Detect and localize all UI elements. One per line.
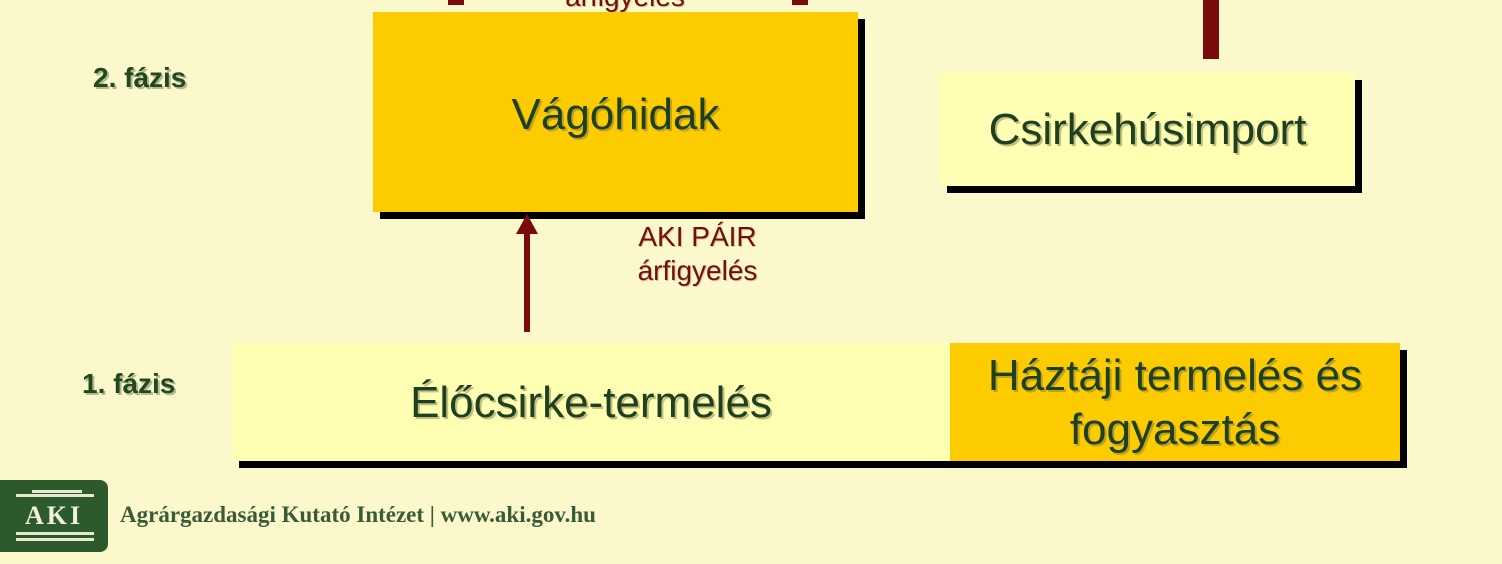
aki-pair-line1: AKI PÁIR	[638, 221, 757, 252]
import-arrow-line	[1203, 0, 1219, 59]
phase-1-label: 1. fázis	[82, 368, 176, 399]
top-right-dash	[792, 0, 808, 5]
footer-institute-text: Agrárgazdasági Kutató Intézet | www.aki.…	[120, 502, 596, 527]
csirkehusimport-label: Csirkehúsimport	[988, 105, 1307, 154]
haztaji-line2: fogyasztás	[1069, 405, 1281, 454]
phase-2-label: 2. fázis	[93, 62, 187, 93]
up-arrow	[516, 214, 538, 332]
up-arrow-shaft	[524, 232, 530, 332]
aki-logo: AKI	[0, 480, 108, 552]
top-left-dash	[448, 0, 464, 5]
vagohidak-box: Vágóhidak	[373, 12, 858, 212]
aki-pair-label: AKI PÁIR árfigyelés	[590, 220, 805, 288]
elocsirke-label: Élőcsirke-termelés	[410, 378, 772, 427]
haztaji-label: Háztáji termelés és fogyasztás	[950, 349, 1400, 457]
phase1-box: Élőcsirke-termelés Háztáji termelés és f…	[232, 343, 1400, 461]
csirkehusimport-box: Csirkehúsimport	[940, 73, 1355, 186]
logo-text: AKI	[24, 501, 84, 530]
up-arrow-head	[516, 214, 538, 234]
logo-emblem-icon	[16, 490, 94, 541]
aki-pair-line2: árfigyelés	[637, 255, 758, 286]
vagohidak-label: Vágóhidak	[511, 90, 720, 139]
top-arfigyeles-label: árfigyelés	[520, 0, 730, 14]
haztaji-box: Háztáji termelés és fogyasztás	[950, 343, 1400, 461]
haztaji-line1: Háztáji termelés és	[987, 351, 1363, 400]
